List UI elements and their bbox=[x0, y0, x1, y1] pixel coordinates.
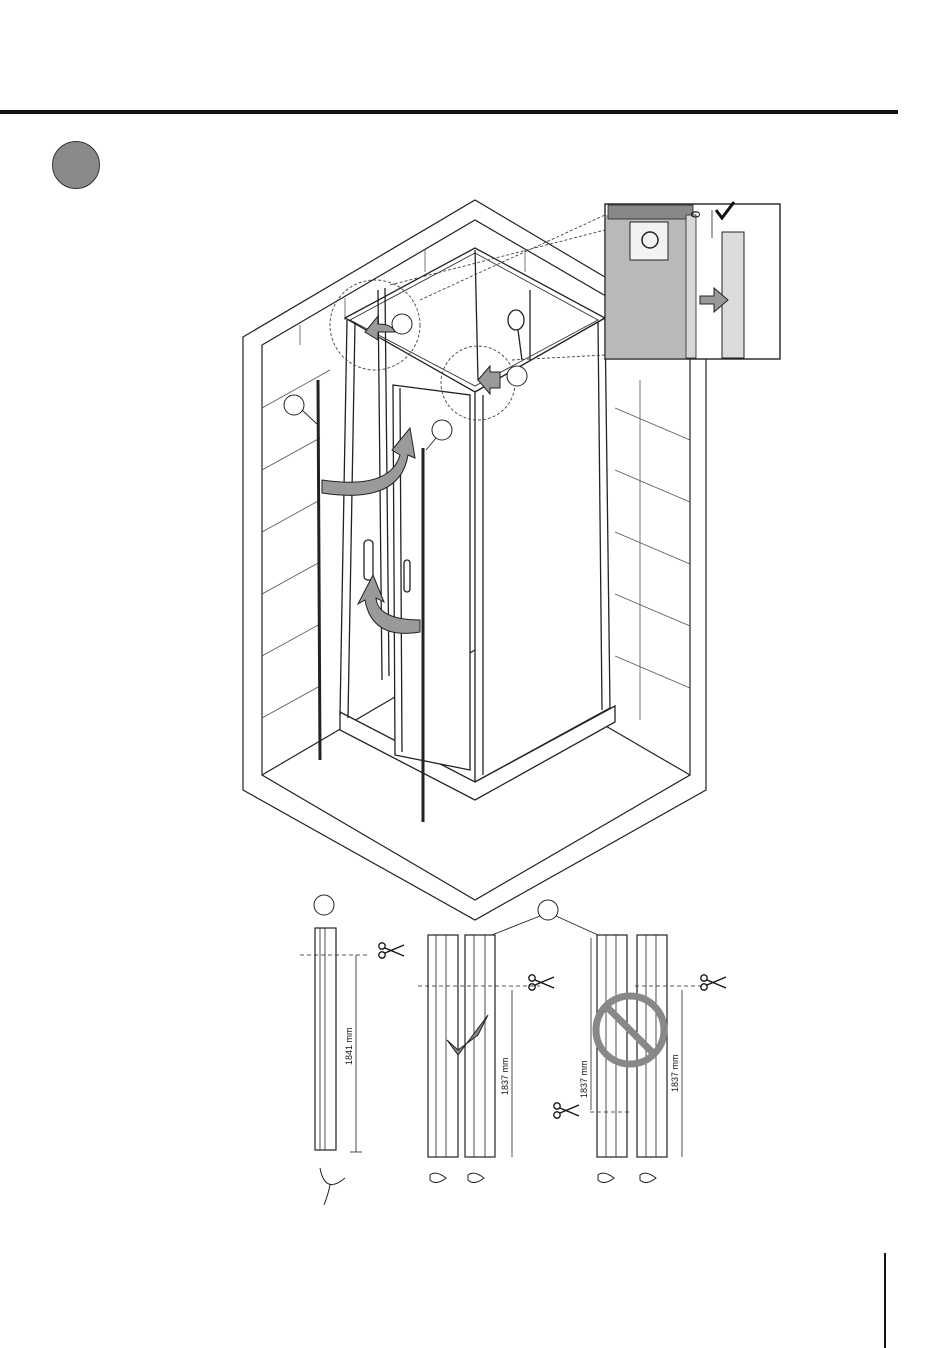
scissors-icon bbox=[701, 975, 726, 990]
seal-length-label: 1841 mm bbox=[344, 1027, 354, 1065]
incorrect-length-label-left: 1837 mm bbox=[579, 1060, 589, 1098]
detail-inset: 0 bbox=[605, 202, 780, 359]
scissors-icon bbox=[529, 975, 554, 990]
seal-strip-profile: 1841 mm bbox=[300, 928, 404, 1205]
incorrect-profile-pair: 1837 mm 1837 mm bbox=[554, 935, 726, 1183]
scissors-icon bbox=[554, 1103, 579, 1118]
incorrect-length-label-right: 1837 mm bbox=[670, 1054, 680, 1092]
gap-label: 0 bbox=[688, 211, 703, 218]
correct-profile-pair: 1837 mm bbox=[418, 935, 554, 1183]
scissors-icon bbox=[379, 943, 404, 958]
correct-length-label: 1837 mm bbox=[500, 1057, 510, 1095]
